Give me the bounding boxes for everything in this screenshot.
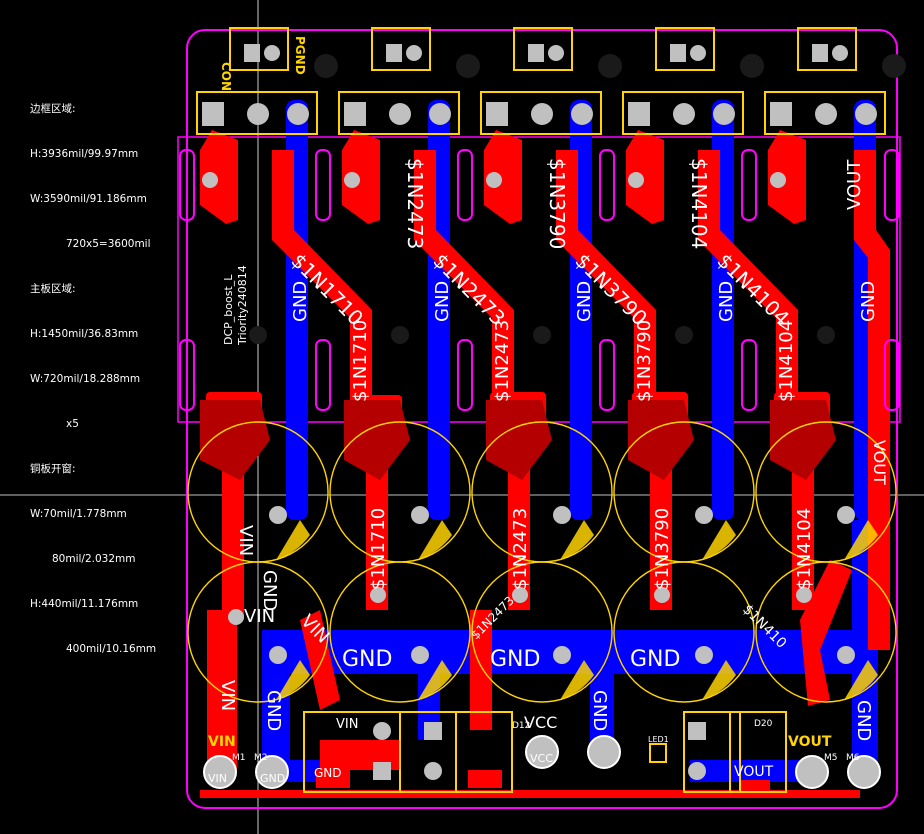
net-label-vout-cap: VOUT (870, 440, 889, 485)
note-line: 400mil/10.16mm (66, 643, 157, 655)
board-title-line1: DCP_boost_L (222, 274, 235, 345)
m2-label: M2 (254, 753, 268, 763)
bottom-vout-label: VOUT (788, 734, 832, 750)
net-label-n1-cap: $1N1710 (368, 508, 389, 590)
inductor-brackets (179, 149, 900, 411)
gnd-label-vert-c: GND (589, 690, 610, 731)
vin-label-horizontal: VIN (244, 606, 275, 627)
note-line: W:720mil/18.288mm (30, 373, 141, 385)
net-label-n2-top: $1N2473 (403, 158, 427, 249)
d20-label: D20 (754, 719, 773, 729)
gnd-label-horizontal-3: GND (630, 647, 680, 672)
board-title-line2: Triority240814 (236, 265, 249, 346)
gnd-label-1: GND (290, 281, 311, 322)
net-label-n3-cap: $1N3790 (652, 508, 673, 590)
note-line: 720x5=3600mil (66, 238, 151, 250)
bottom-vin-label: VIN (208, 734, 236, 750)
net-label-n4-top: $1N4104 (687, 158, 711, 249)
note-line: W:70mil/1.778mm (30, 508, 127, 520)
dimension-notes: 边框区域: H:3936mil/99.97mm W:3590mil/91.186… (30, 72, 156, 672)
vias (202, 172, 855, 780)
note-line: 边框区域: (30, 103, 76, 115)
net-label-n2-cap: $1N2473 (510, 508, 531, 590)
net-label-n4-mid: $1N4104 (776, 320, 797, 402)
bottom-gnd-text: GND (314, 766, 342, 780)
led1-label: LED1 (648, 735, 669, 744)
capacitor-polarity-marks (276, 520, 878, 700)
net-label-n2-mid: $1N2473 (492, 320, 513, 402)
gnd-label-horizontal-2: GND (490, 647, 540, 672)
d12-label: D12 (512, 721, 530, 731)
note-line: H:1450mil/36.83mm (30, 328, 139, 340)
vin-label-cap: VIN (235, 525, 256, 556)
gnd-label-2: GND (432, 281, 453, 322)
note-line: 80mil/2.032mm (52, 553, 136, 565)
note-line: H:440mil/11.176mm (30, 598, 139, 610)
mounting-pads (203, 735, 881, 789)
gnd-label-4: GND (716, 281, 737, 322)
gnd-label-vert-d: GND (853, 700, 874, 741)
note-line: H:3936mil/99.97mm (30, 148, 139, 160)
solder-mask-pads (200, 400, 836, 480)
bottom-component-outlines (303, 711, 787, 793)
net-label-n1-mid: $1N1710 (350, 320, 371, 402)
m5-label: M5 (824, 753, 838, 763)
pad-vout-text: VOUT (734, 764, 774, 780)
board-outline (186, 29, 898, 809)
m1-label: M1 (232, 753, 246, 763)
note-line: x5 (66, 418, 79, 430)
pad-vcc-text: VCC (530, 752, 553, 765)
gnd-label-3: GND (574, 281, 595, 322)
gnd-label-horizontal-1: GND (342, 647, 392, 672)
gnd-label-vert-a: GND (259, 570, 280, 611)
m6-label: M6 (846, 753, 860, 763)
top-connectors (196, 27, 906, 344)
net-label-n4-cap: $1N4104 (794, 508, 815, 590)
vin-label-bottom: VIN (217, 680, 238, 711)
note-line: 铜板开窗: (30, 463, 76, 475)
capacitor-outlines (187, 421, 897, 703)
gnd-label-vert-b: GND (263, 690, 284, 731)
net-label-n3-mid: $1N3790 (634, 320, 655, 402)
pad-gnd-text: GND (260, 772, 285, 785)
bottom-vin-box-text: VIN (336, 717, 358, 732)
net-label-vout-top: VOUT (844, 159, 865, 210)
gnd-label-5: GND (858, 281, 879, 322)
note-line: W:3590mil/91.186mm (30, 193, 147, 205)
con-label: CON (219, 62, 233, 91)
note-line: 主板区域: (30, 283, 76, 295)
pad-vin-text: VIN (208, 772, 227, 785)
pgnd-label: PGND (293, 36, 307, 75)
net-label-n3-top: $1N3790 (545, 158, 569, 249)
bottom-vcc-label: VCC (524, 713, 557, 732)
